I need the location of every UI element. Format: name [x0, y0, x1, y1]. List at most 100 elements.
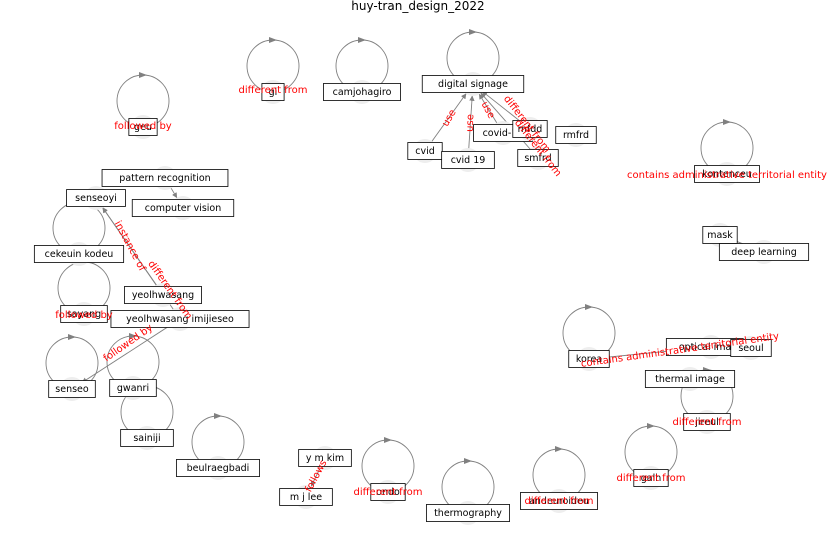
node-senseoyi[interactable]: senseoyi [66, 186, 126, 210]
node-digital_signage[interactable]: digital signage [421, 72, 525, 96]
node-cvid19[interactable]: cvid 19 [441, 148, 495, 172]
node-label: pattern recognition [119, 173, 210, 184]
node-label-box [33, 245, 125, 263]
node-ondo[interactable]: ondo [370, 480, 406, 504]
node-thermography[interactable]: thermography [425, 501, 510, 525]
self-loop-arrowhead [358, 37, 366, 43]
node-cvid[interactable]: cvid [407, 139, 443, 163]
edge-label: use [465, 114, 477, 132]
node-label-box [110, 310, 250, 328]
node-label: beulraegbadi [187, 463, 250, 474]
node-rmfrd[interactable]: rmfrd [555, 123, 597, 147]
node-cekeuin_kodeu[interactable]: cekeuin kodeu [33, 242, 125, 266]
node-seoul[interactable]: seoul [730, 336, 772, 360]
graph-title: huy-tran_design_2022 [351, 0, 484, 13]
node-deep_learning[interactable]: deep learning [718, 240, 810, 264]
node-gwanri[interactable]: gwanri [109, 376, 157, 400]
node-label-box [323, 83, 401, 101]
node-beulraegbadi[interactable]: beulraegbadi [175, 456, 260, 480]
edge-label: followed by [114, 121, 172, 132]
node-label-box [512, 120, 548, 138]
node-label-box [48, 380, 96, 398]
node-korea[interactable]: korea [568, 347, 610, 371]
node-label: cvid 19 [451, 155, 486, 166]
node-label: thermal image [655, 374, 725, 385]
node-gi[interactable]: gi [261, 80, 285, 104]
node-label-box [633, 469, 669, 487]
node-label-box [694, 165, 760, 183]
node-label-box [128, 118, 158, 136]
node-label: mask [707, 230, 733, 241]
node-pattern_recognition[interactable]: pattern recognition [101, 166, 229, 190]
node-galh[interactable]: galh [633, 466, 669, 490]
self-loop-arrowhead [585, 304, 593, 310]
node-label-box [131, 199, 235, 217]
node-label: ondo [376, 487, 400, 498]
node-label-box [421, 75, 525, 93]
edge-label: followed by [102, 322, 155, 364]
node-label: covid-19 [483, 128, 524, 139]
node-label: smfrd [524, 153, 551, 164]
edge-label: use [440, 108, 458, 129]
node-label: yeolhwasang imijieseo [126, 314, 234, 325]
node-label: seoul [738, 343, 763, 354]
self-loop-arrowhead [68, 334, 76, 340]
node-label-box [425, 504, 510, 522]
node-label-box [568, 350, 610, 368]
node-thermal_image[interactable]: thermal image [644, 367, 736, 391]
node-label: y m kim [306, 453, 344, 464]
node-smfrd[interactable]: smfrd [517, 146, 559, 170]
edge-label: different from [673, 417, 742, 428]
self-loop-arrowhead [269, 37, 277, 43]
node-kontenceu[interactable]: kontenceu [694, 162, 760, 186]
node-jireul[interactable]: jireul [683, 410, 731, 434]
node-label-box [730, 339, 772, 357]
edge-covid19-to-digital_signage [478, 93, 499, 125]
node-label: senseoyi [75, 193, 117, 204]
node-sayang[interactable]: sayang [60, 302, 108, 326]
node-mfdd[interactable]: mfdd [512, 117, 548, 141]
node-label: mfdd [518, 124, 543, 135]
node-label-box [175, 459, 260, 477]
nodes-layer: gi camjohagiro digital signage geu cvid cvid … [33, 72, 810, 525]
self-loop-arrowhead [214, 413, 222, 419]
node-label: sayang [67, 309, 101, 320]
node-label-box [60, 305, 108, 323]
node-label: gi [269, 87, 278, 98]
edge-mfdd-to-digital_signage [481, 91, 523, 124]
node-senseo[interactable]: senseo [48, 377, 96, 401]
node-label: yeolhwasang [132, 290, 194, 301]
node-label-box [718, 243, 810, 261]
node-mjlee[interactable]: m j lee [279, 485, 333, 509]
node-andeuroideu[interactable]: andeuroideu [520, 489, 598, 513]
edge-cvid19-to-digital_signage [468, 95, 475, 151]
edge-label: followed by [55, 310, 113, 321]
node-label-box [520, 492, 598, 510]
self-loop-arrowhead [139, 72, 147, 78]
edge-pattern_recognition-to-computer_vision [169, 186, 178, 199]
self-loop-arrowhead [555, 446, 563, 452]
self-loop-arrowhead [384, 437, 392, 443]
node-yeolhwasang[interactable]: yeolhwasang [124, 283, 202, 307]
node-geu[interactable]: geu [128, 115, 158, 139]
edge-label: different from [354, 487, 423, 498]
edge-label: contains administrative territorial enti… [627, 170, 827, 181]
node-label: cekeuin kodeu [45, 249, 114, 260]
node-camjohagiro[interactable]: camjohagiro [323, 80, 401, 104]
node-label-box [101, 169, 229, 187]
node-label-box [644, 370, 736, 388]
node-label: kontenceu [702, 169, 752, 180]
self-loop-arrowhead [469, 29, 477, 35]
node-label-box [370, 483, 406, 501]
node-yeolhwasang_imijieseo[interactable]: yeolhwasang imijieseo [110, 307, 250, 331]
node-label-box [66, 189, 126, 207]
edge-label: different from [239, 85, 308, 96]
edge-label: different from [617, 473, 686, 484]
node-label: optical image [679, 342, 744, 353]
node-ymjkim[interactable]: y m kim [298, 446, 352, 470]
self-loop-arrowhead [129, 333, 137, 339]
self-loop-arrowhead [723, 119, 731, 125]
node-computer_vision[interactable]: computer vision [131, 196, 235, 220]
node-label-box [298, 449, 352, 467]
node-sainiji[interactable]: sainiji [120, 426, 174, 450]
